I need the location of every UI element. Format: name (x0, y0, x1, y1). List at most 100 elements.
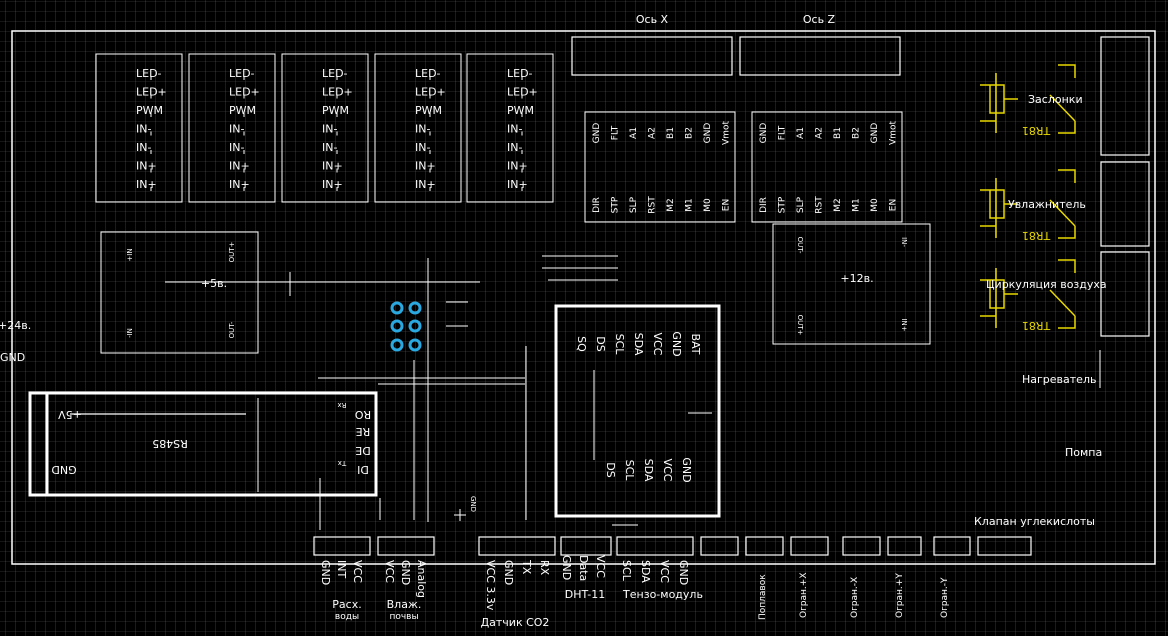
stepper-bottom-pin: RST (815, 196, 825, 214)
rtc-top-pin: SQ (575, 336, 588, 352)
led-driver-pin: PWM (322, 104, 349, 117)
flow-name: воды (335, 612, 359, 622)
led-driver-pin: IN+ (322, 160, 343, 173)
stepper-bottom-pin: RST (648, 196, 658, 214)
led-driver-pin: IN+ (136, 178, 157, 191)
dcdc5-in-minus: -IN (126, 328, 134, 338)
led-driver-pin: LED- (507, 67, 533, 80)
stepper-top-pin: GND (703, 123, 713, 144)
stepper-top-pin: A2 (648, 127, 658, 139)
stepper-bottom-pin: M2 (833, 198, 843, 212)
tenzo-pin: VCC (658, 560, 671, 583)
relay-terminals (1100, 36, 1150, 337)
rtc-bottom-pin: DS (604, 462, 617, 477)
dcdc5-in-plus: +IN (126, 248, 134, 261)
led-driver-pin: LED+ (229, 86, 260, 99)
stepper-bottom-pin: M1 (852, 198, 862, 212)
led-driver-pin: LED+ (136, 86, 167, 99)
stepper-bottom-pin: STP (611, 196, 621, 213)
stepper-bottom-pin: EN (889, 199, 899, 211)
led-driver-pin: IN- (415, 123, 430, 136)
led-driver-pin: IN- (322, 123, 337, 136)
co2-name: Датчик CO2 (481, 616, 550, 629)
led-driver-pin: LED- (136, 67, 162, 80)
stepper-top-pin: GND (592, 123, 602, 144)
rs485-rx: Rx (337, 401, 346, 409)
led-driver-4 (374, 53, 462, 203)
stepper-bottom-pin: SLP (629, 196, 639, 213)
stepper-top-pin: A1 (796, 127, 806, 139)
dcdc12-out-plus: OUT+ (796, 315, 804, 336)
stepper-top-pin: GND (759, 123, 769, 144)
small-gnd-label: GND (469, 496, 477, 512)
dcdc5-out-minus: OUT- (228, 321, 236, 338)
led-driver-pin: IN+ (415, 178, 436, 191)
axis-x-connector (571, 36, 733, 76)
led-driver-group: LED- LED+ PWM IN- IN- IN+ IN+ LED- LED+ PWM IN- IN-… (95, 53, 554, 203)
led-driver-pin: LED- (322, 67, 348, 80)
tenzo-name: Тензо-модуль (622, 588, 703, 601)
dcdc-12v-module: OUT- OUT+ IN- IN+ +12в. (772, 223, 931, 345)
axis-x-label: Ось X (636, 13, 669, 26)
relay-part: TR81 (1022, 229, 1051, 242)
rtc-top-pin: SDA (632, 333, 645, 356)
soil-pin: VCC (383, 560, 396, 583)
led-driver-pin: IN+ (415, 160, 436, 173)
led-driver-pin: IN- (136, 141, 151, 154)
led-driver-pin: IN- (229, 123, 244, 136)
header-pads (390, 301, 422, 352)
rtc-top-pin: GND (670, 331, 683, 356)
led-driver-pin: IN- (136, 123, 151, 136)
led-driver-pin: LED- (415, 67, 441, 80)
stepper-bottom-pin: STP (778, 196, 788, 213)
led-driver-pin: PWM (415, 104, 442, 117)
led-driver-pin: IN- (507, 123, 522, 136)
bottom-connectors (313, 536, 1032, 556)
co2-valve-label: Клапан углекислоты (974, 515, 1095, 528)
stepper-top-pin: GND (870, 123, 880, 144)
dcdc5-label: +5в. (201, 277, 227, 290)
led-driver-pin: LED+ (322, 86, 353, 99)
led-driver-pin: IN+ (229, 178, 250, 191)
flow-pin: VCC (351, 560, 364, 583)
dcdc12-label: +12в. (840, 272, 873, 285)
limit-label: Огран.-X (850, 577, 860, 618)
dht-pin: GND (560, 555, 573, 580)
dcdc-5v-module: +IN -IN OUT+ OUT- +5в. (100, 231, 259, 354)
relay-part: TR81 (1022, 124, 1051, 137)
dht-pin: VCC (594, 555, 607, 578)
tenzo-pin: GND (677, 560, 690, 585)
stepper-top-pin: B2 (685, 127, 695, 139)
rtc-bottom-pin: GND (680, 457, 693, 482)
led-driver-pin: IN- (507, 141, 522, 154)
led-driver-pin: LED+ (415, 86, 446, 99)
stepper-bottom-pin: M1 (685, 198, 695, 212)
stepper-top-pin: Vmot (889, 121, 899, 145)
relay-label: Увлажнитель (1008, 198, 1086, 211)
led-driver-pin: PWM (136, 104, 163, 117)
relay-label: Циркуляция воздуха (986, 278, 1107, 291)
led-driver-pin: LED+ (507, 86, 538, 99)
power-24v-label: +24в. (0, 319, 31, 332)
co2-pin: RX (538, 560, 551, 576)
traces (165, 255, 1101, 530)
stepper-bottom-pin: M0 (703, 198, 713, 212)
rs485-module: RS485 +5V GND RO RE DE DI Rx Tx (28, 391, 378, 497)
stepper-bottom-pin: M2 (666, 198, 676, 212)
stepper-driver-1 (584, 111, 736, 223)
rtc-top-pin: DS (594, 336, 607, 351)
rtc-bottom-pin: SDA (642, 459, 655, 482)
led-driver-pin: IN+ (507, 160, 528, 173)
led-driver-pin: PWM (229, 104, 256, 117)
pump-label: Помпа (1065, 446, 1102, 459)
rtc-top-pin: BAT (689, 334, 702, 355)
rtc-bottom-pin: SCL (623, 460, 636, 482)
tenzo-pin: SDA (639, 560, 652, 583)
rtc-top-pin: VCC (651, 333, 664, 356)
dht-pin: Data (577, 555, 590, 581)
stepper-top-pin: Vmot (722, 121, 732, 145)
